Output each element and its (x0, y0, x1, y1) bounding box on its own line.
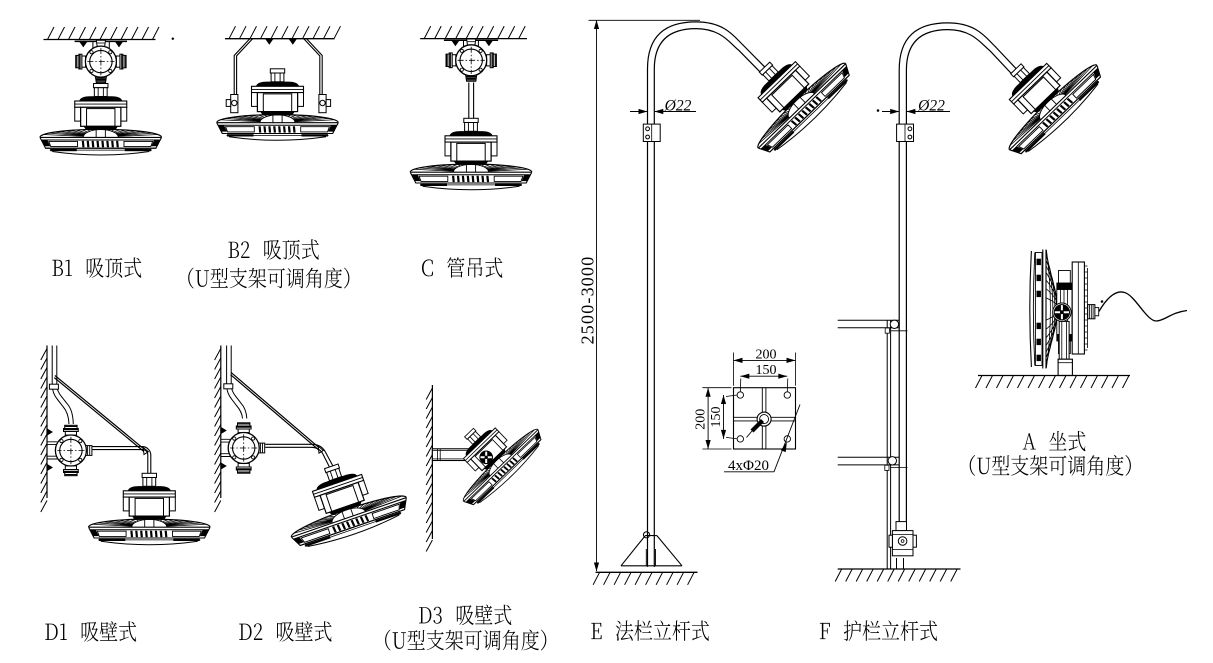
svg-text:150: 150 (709, 407, 724, 428)
svg-text:Ø22: Ø22 (664, 98, 692, 115)
svg-text:200: 200 (756, 348, 777, 363)
svg-text:2500-3000: 2500-3000 (578, 256, 598, 345)
svg-text:4xΦ20: 4xΦ20 (728, 458, 769, 474)
svg-text:200: 200 (694, 409, 709, 430)
svg-text:Ø22: Ø22 (917, 98, 945, 115)
svg-text:150: 150 (756, 363, 777, 378)
